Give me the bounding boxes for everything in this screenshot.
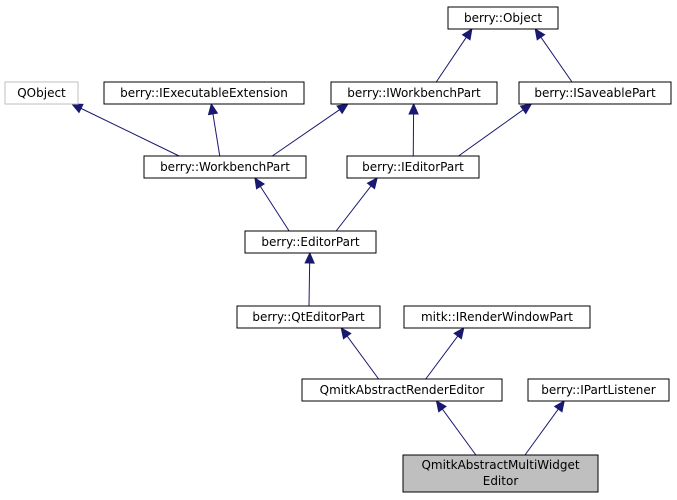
edge-line bbox=[308, 262, 311, 307]
node-label: berry::IPartListener bbox=[541, 383, 656, 397]
edge-qmitkabstractmultiwidgeteditor-to-qmitkabstractrendereditor bbox=[435, 400, 477, 456]
node-qmitkabstractmultiwidgeteditor[interactable]: QmitkAbstractMultiWidget Editor bbox=[402, 454, 599, 493]
node-qobject[interactable]: QObject bbox=[4, 81, 79, 105]
edge-line bbox=[441, 408, 477, 456]
edge-line bbox=[259, 186, 290, 232]
edge-qmitkabstractrendereditor-to-irenderwindowpart bbox=[425, 327, 465, 380]
node-berry-isaveablepart[interactable]: berry::ISaveablePart bbox=[518, 81, 672, 105]
node-label: berry::QtEditorPart bbox=[252, 310, 365, 324]
edge-arrowhead bbox=[461, 27, 473, 41]
edge-line bbox=[524, 408, 559, 456]
node-berry-iexecutableextension[interactable]: berry::IExecutableExtension bbox=[103, 81, 305, 105]
edge-line bbox=[346, 335, 380, 380]
edge-qmitkabstractmultiwidgeteditor-to-ipartlistener bbox=[524, 400, 565, 456]
node-label: berry::Object bbox=[464, 11, 542, 25]
edges-layer bbox=[70, 27, 573, 456]
node-label: QObject bbox=[17, 86, 66, 100]
edge-arrowhead bbox=[366, 177, 378, 190]
node-label: QmitkAbstractRenderEditor bbox=[320, 383, 485, 397]
edge-line bbox=[335, 185, 372, 232]
node-label: mitk::IRenderWindowPart bbox=[421, 310, 573, 324]
node-label: berry::IWorkbenchPart bbox=[347, 86, 481, 100]
edge-arrowhead bbox=[534, 27, 546, 41]
node-label-line2: Editor bbox=[483, 474, 519, 488]
node-label: berry::ISaveablePart bbox=[534, 86, 656, 100]
edge-qmitkabstractrendereditor-to-qteditorpart bbox=[340, 327, 380, 380]
node-berry-qteditorpart[interactable]: berry::QtEditorPart bbox=[236, 305, 381, 329]
node-berry-editorpart[interactable]: berry::EditorPart bbox=[244, 230, 377, 254]
edge-arrowhead bbox=[304, 251, 315, 264]
edge-iworkbenchpart-to-object bbox=[435, 27, 473, 83]
edge-arrowhead bbox=[340, 327, 352, 340]
edge-workbenchpart-to-iworkbenchpart bbox=[271, 103, 349, 157]
edge-workbenchpart-to-qobject bbox=[70, 103, 180, 157]
edge-line bbox=[425, 335, 459, 380]
node-label: berry::IExecutableExtension bbox=[120, 86, 288, 100]
edge-arrowhead bbox=[336, 103, 349, 115]
edge-editorpart-to-workbenchpart bbox=[254, 176, 290, 232]
edge-ieditorpart-to-iworkbenchpart bbox=[408, 102, 419, 157]
edge-qteditorpart-to-editorpart bbox=[304, 251, 315, 307]
node-qmitkabstractrendereditor[interactable]: QmitkAbstractRenderEditor bbox=[301, 378, 503, 402]
edge-arrowhead bbox=[435, 400, 447, 413]
node-berry-iworkbenchpart[interactable]: berry::IWorkbenchPart bbox=[330, 81, 498, 105]
edge-line bbox=[80, 107, 180, 157]
edge-arrowhead bbox=[519, 103, 533, 115]
node-label: berry::IEditorPart bbox=[362, 160, 464, 174]
edge-arrowhead bbox=[254, 176, 266, 190]
edge-line bbox=[212, 113, 221, 157]
edge-line bbox=[540, 36, 573, 83]
node-berry-workbenchpart[interactable]: berry::WorkbenchPart bbox=[143, 155, 307, 179]
edge-arrowhead bbox=[553, 400, 565, 413]
node-berry-object[interactable]: berry::Object bbox=[447, 6, 559, 30]
node-label-line1: QmitkAbstractMultiWidget bbox=[421, 458, 579, 472]
edge-line bbox=[271, 109, 340, 157]
node-label: berry::EditorPart bbox=[261, 235, 359, 249]
node-mitk-irenderwindowpart[interactable]: mitk::IRenderWindowPart bbox=[403, 305, 591, 329]
edge-line bbox=[435, 37, 467, 83]
edge-isaveablepart-to-object bbox=[534, 27, 573, 83]
edge-line bbox=[458, 109, 524, 157]
edge-editorpart-to-ieditorpart bbox=[335, 177, 378, 232]
edge-arrowhead bbox=[408, 102, 419, 115]
edge-arrowhead bbox=[453, 327, 465, 340]
node-berry-ieditorpart[interactable]: berry::IEditorPart bbox=[346, 155, 480, 179]
node-berry-ipartlistener[interactable]: berry::IPartListener bbox=[527, 378, 670, 402]
node-label: berry::WorkbenchPart bbox=[160, 160, 290, 174]
edge-workbenchpart-to-iexecext bbox=[207, 102, 221, 157]
edge-ieditorpart-to-isaveablepart bbox=[458, 103, 533, 157]
edge-arrowhead bbox=[207, 102, 219, 116]
edge-arrowhead bbox=[70, 103, 84, 114]
